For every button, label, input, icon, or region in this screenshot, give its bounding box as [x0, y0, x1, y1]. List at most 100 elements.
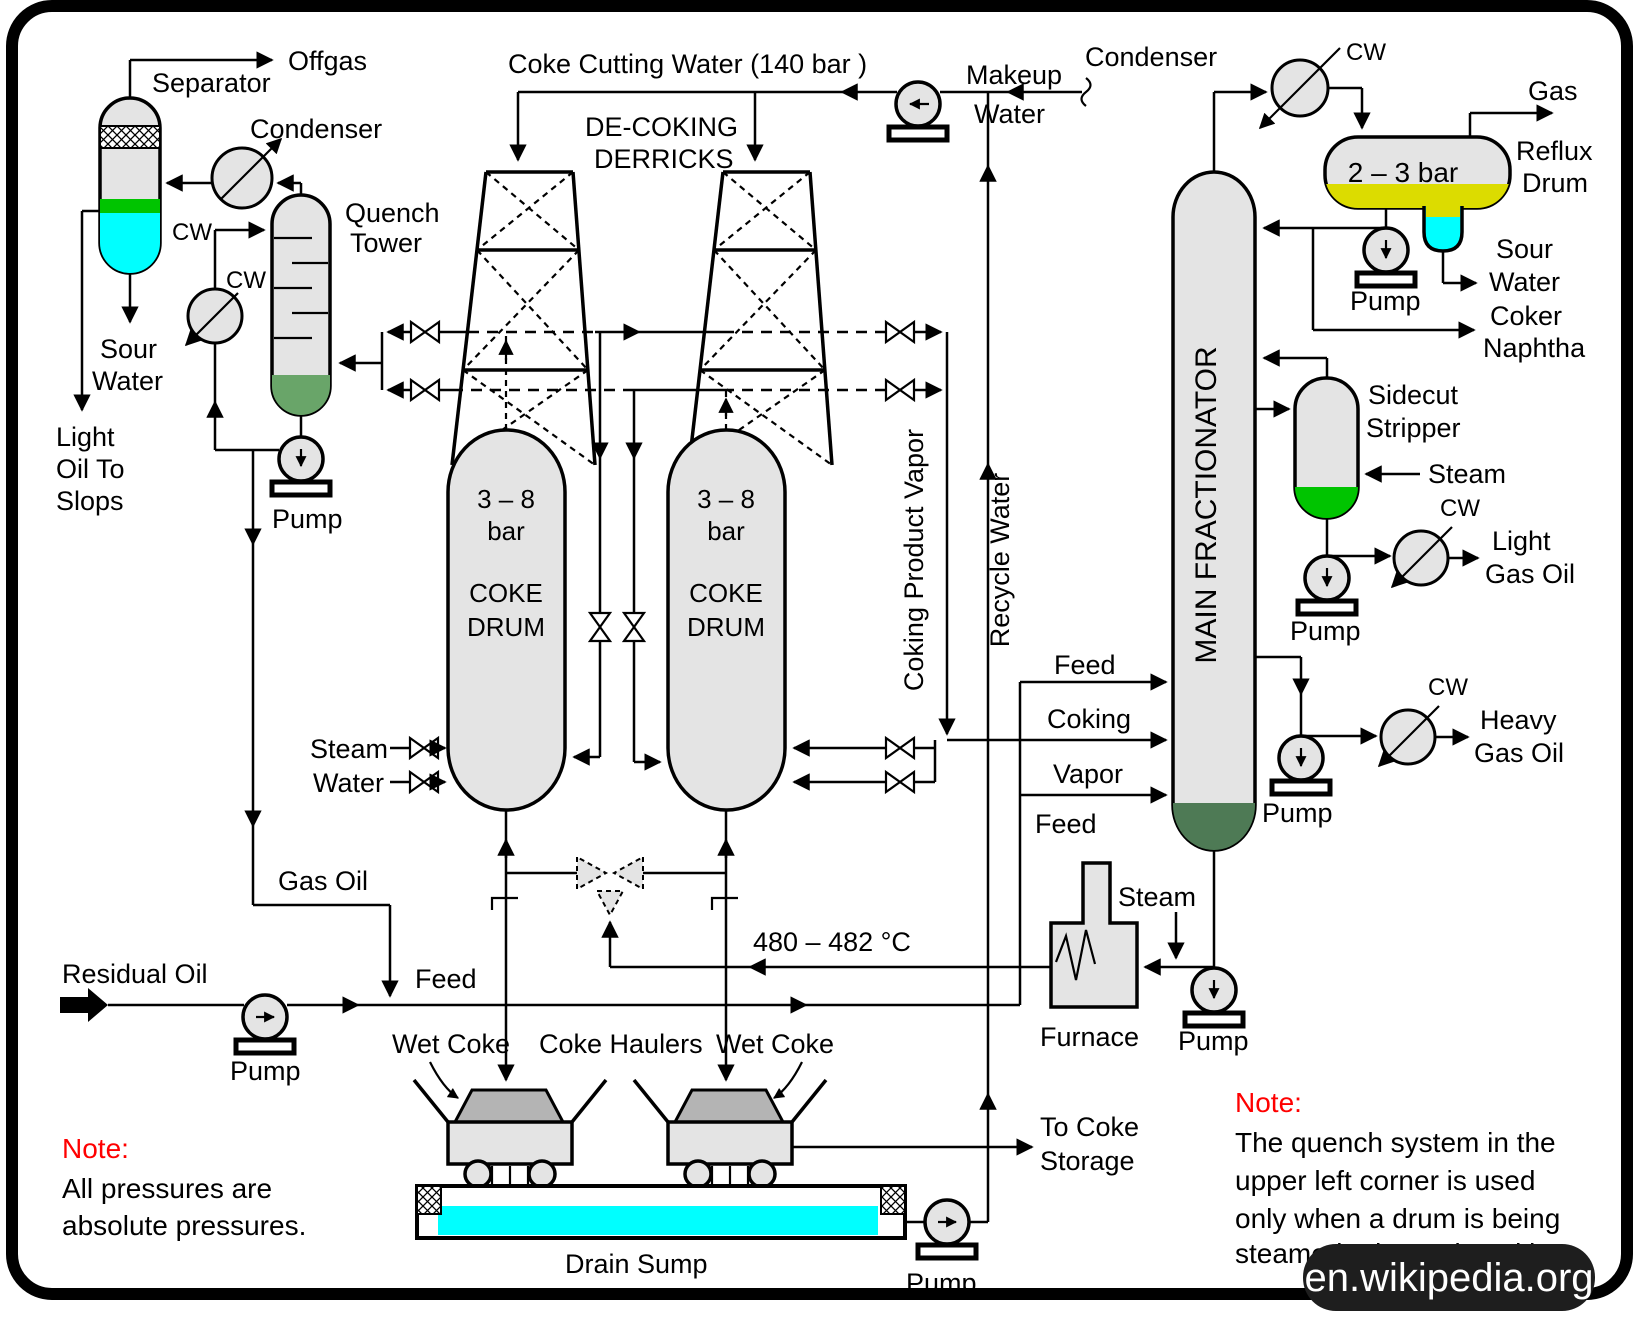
- light-oil-label-1: Light: [56, 422, 115, 452]
- feed-group: Residual Oil Pump Feed: [60, 682, 1022, 1086]
- furnace-label: Furnace: [1040, 1022, 1139, 1052]
- reflux-drum-liquid: [1325, 184, 1510, 208]
- sep-water-label: Water: [92, 366, 163, 396]
- drum1-name-1: COKE: [469, 578, 543, 608]
- lgo-pump-label: Pump: [1290, 616, 1361, 646]
- wet-coke-right-label: Wet Coke: [716, 1029, 834, 1059]
- decoking-label-1: DE-COKING: [585, 112, 738, 142]
- drum1-pressure: 3 – 8: [477, 484, 535, 514]
- valve-drop-right: [622, 611, 646, 643]
- note-left-title: Note:: [62, 1133, 129, 1164]
- line-break-symbol: [1080, 77, 1092, 107]
- sump-pump: [918, 1200, 976, 1258]
- gas-oil-label: Gas Oil: [278, 866, 368, 896]
- switch-valve-bottom: [595, 890, 625, 918]
- drum2-name-2: DRUM: [687, 612, 765, 642]
- separator-water-layer: [100, 213, 160, 273]
- coke-haulers-label: Coke Haulers: [539, 1029, 703, 1059]
- drum-overhead-piping: Coking Product Vapor: [386, 320, 956, 771]
- to-coke-label: To Coke: [1040, 1112, 1139, 1142]
- coker-label: Coker: [1490, 301, 1562, 331]
- residual-oil-pump: [236, 995, 294, 1053]
- drum2-pressure-unit: bar: [707, 516, 745, 546]
- valve-drop-left: [588, 611, 612, 643]
- coke-hauler-2: [632, 1078, 828, 1200]
- lgo-label-2: Gas Oil: [1485, 559, 1575, 589]
- furnace-coil: [1054, 929, 1097, 981]
- coke-cutting-water-label: Coke Cutting Water (140 bar ): [508, 49, 867, 79]
- watermark-text: en.wikipedia.org: [1304, 1256, 1593, 1300]
- valve-levelB-left: [409, 378, 441, 402]
- derrick-1-bracing: [451, 171, 596, 466]
- derricks-group: DE-COKING DERRICKS: [450, 112, 834, 466]
- furnace-icon: [1049, 861, 1139, 1009]
- cw-label-1: CW: [172, 219, 212, 246]
- sump-pump-label: Pump: [906, 1268, 977, 1298]
- chute-flange-2: [710, 896, 738, 910]
- makeup-label-2: Water: [974, 99, 1045, 129]
- cutting-water-group: Coke Cutting Water (140 bar ) Makeup Wat…: [508, 49, 1092, 1222]
- main-fractionator-label: MAIN FRACTIONATOR: [1190, 346, 1223, 663]
- stripper-steam-label: Steam: [1428, 459, 1506, 489]
- sump-grate-left: [416, 1185, 442, 1215]
- quench-label-2: Tower: [350, 228, 422, 258]
- feed-label: Feed: [415, 964, 477, 994]
- cw-label-4: CW: [1440, 495, 1480, 522]
- coke-drums-group: 3 – 8 bar COKE DRUM 3 – 8 bar COKE DRUM …: [310, 428, 937, 812]
- vapor-label: Vapor: [1053, 759, 1123, 789]
- boot-oil-layer: [1426, 205, 1460, 217]
- drum-water-label: Water: [313, 768, 384, 798]
- cw-label-3: CW: [1346, 39, 1386, 66]
- watermark-group: en.wikipedia.org: [1303, 1244, 1595, 1311]
- valve-levelA-left: [409, 320, 441, 344]
- feed-top-label: Feed: [1054, 650, 1116, 680]
- separator-oil-layer: [100, 199, 160, 213]
- wet-coke-left-label: Wet Coke: [392, 1029, 510, 1059]
- hgo-label-1: Heavy: [1480, 705, 1557, 735]
- residual-oil-inlet-arrow: [60, 988, 108, 1022]
- switch-valve-right: [611, 855, 644, 891]
- lgo-label-1: Light: [1492, 526, 1551, 556]
- feed-bottom-label: Feed: [1035, 809, 1097, 839]
- quench-label-1: Quench: [345, 198, 440, 228]
- hgo-label-2: Gas Oil: [1474, 738, 1564, 768]
- note-right-line2: upper left corner is used: [1235, 1165, 1535, 1196]
- switch-valve-left: [576, 855, 609, 891]
- note-right-title: Note:: [1235, 1087, 1302, 1118]
- quench-system-group: Condenser CW CW Gas Oil Quench Tower: [165, 114, 440, 998]
- offgas-label: Offgas: [288, 46, 367, 76]
- watermark-pill: [1303, 1244, 1595, 1311]
- sidecut-label-1: Sidecut: [1368, 380, 1459, 410]
- derrick-2-structure: [687, 170, 834, 466]
- hgo-pump-label: Pump: [1262, 798, 1333, 828]
- drum-steam-label: Steam: [310, 734, 388, 764]
- reflux-drum-group: 2 – 3 bar Reflux Drum Gas Sour Water Pum…: [1262, 76, 1593, 363]
- coke-handling-group: Wet Coke Coke Haulers Wet Coke: [392, 810, 1139, 1298]
- stripper-liquid: [1295, 487, 1358, 518]
- sep-sour-label: Sour: [100, 334, 157, 364]
- gas-label: Gas: [1528, 76, 1578, 106]
- note-right-line1: The quench system in the: [1235, 1127, 1556, 1158]
- quench-tower-trays: [274, 236, 328, 340]
- sidecut-label-2: Stripper: [1366, 413, 1461, 443]
- sour-right-label: Sour: [1496, 234, 1553, 264]
- valve-steam-drum1: [408, 736, 440, 760]
- transfer-temperature-label: 480 – 482 °C: [753, 927, 911, 957]
- image-frame: [6, 0, 1633, 1300]
- feed-pump-label: Pump: [230, 1056, 301, 1086]
- quench-pump-label: Pump: [272, 504, 343, 534]
- drum1-name-2: DRUM: [467, 612, 545, 642]
- drain-sump-label: Drain Sump: [565, 1249, 708, 1279]
- reflux-drum-pressure: 2 – 3 bar: [1348, 157, 1459, 188]
- note-right-line3: only when a drum is being: [1235, 1203, 1560, 1234]
- residual-oil-label: Residual Oil: [62, 959, 208, 989]
- reflux-label-1: Reflux: [1516, 136, 1593, 166]
- cw-label-2: CW: [226, 267, 266, 294]
- valve-levelA-right: [884, 320, 916, 344]
- reflux-label-2: Drum: [1522, 168, 1588, 198]
- fractionator-group: Feed Coking Vapor Feed MAIN FRACTIONATOR…: [947, 39, 1386, 852]
- drain-sump-water: [438, 1206, 878, 1235]
- reflux-pump-label: Pump: [1350, 286, 1421, 316]
- condenser-right-label: Condenser: [1085, 42, 1217, 72]
